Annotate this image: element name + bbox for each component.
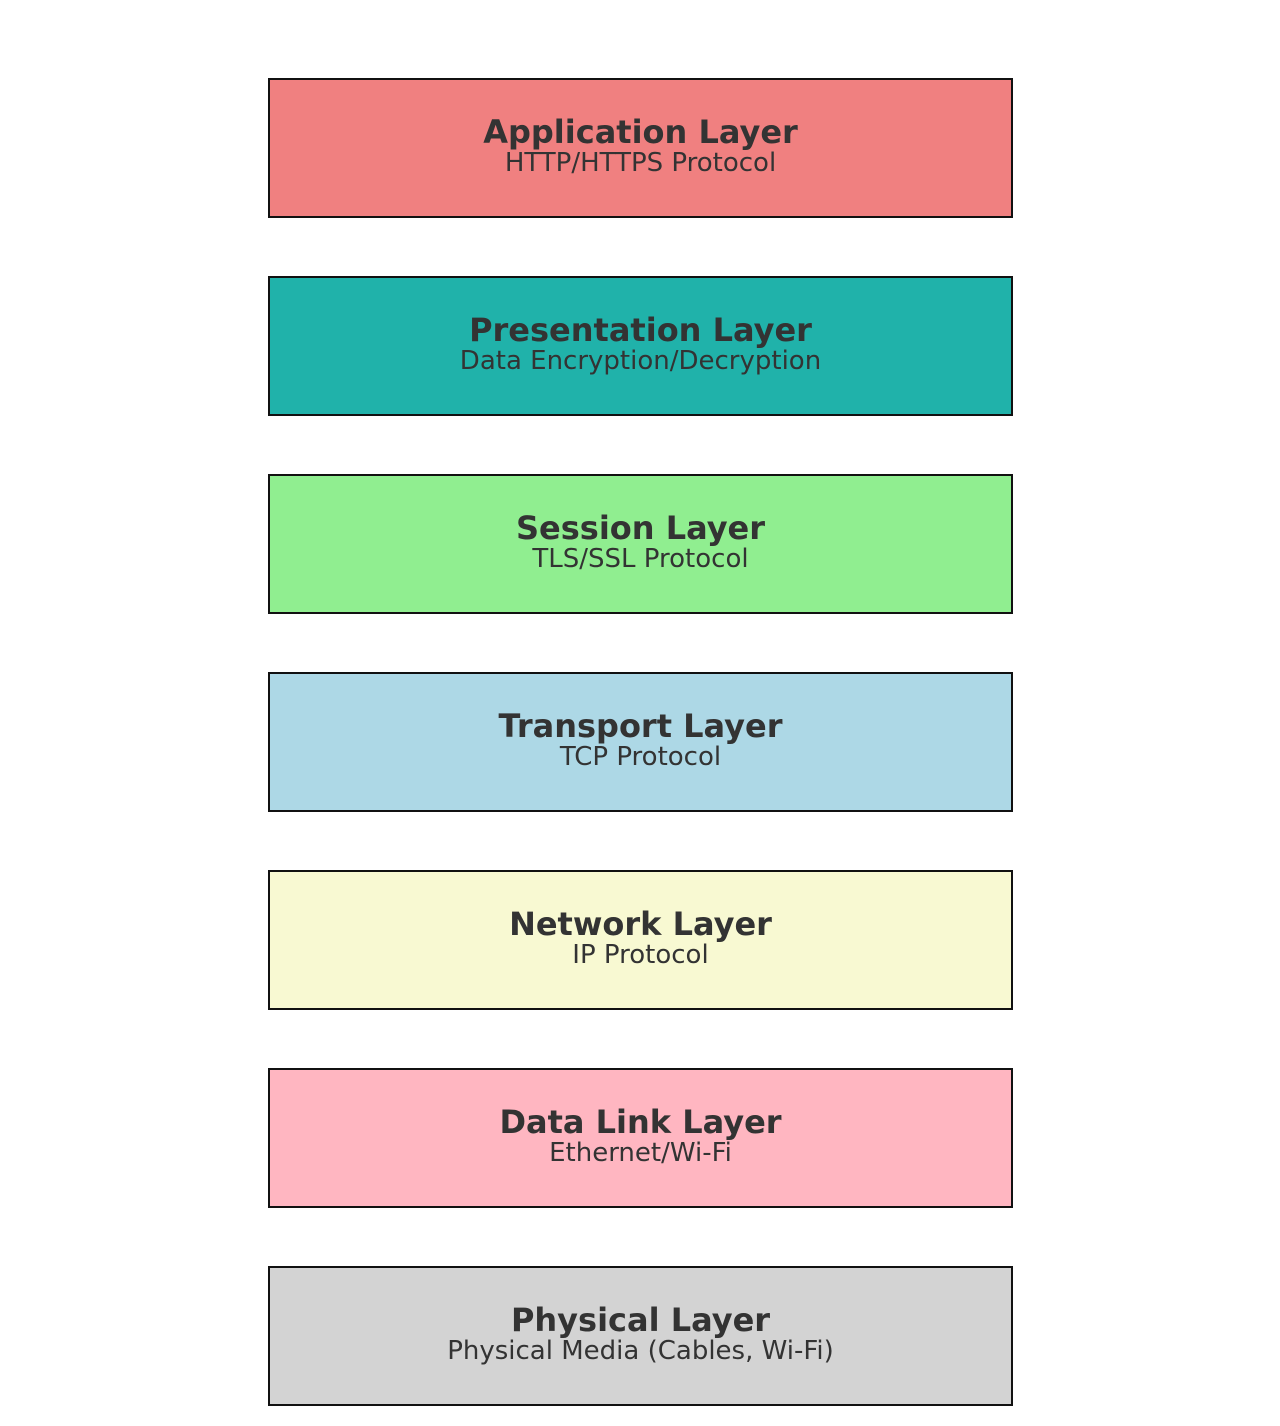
layer-description: Ethernet/Wi-Fi xyxy=(549,1138,732,1168)
layer-title: Physical Layer xyxy=(510,1301,771,1339)
layer-description: TCP Protocol xyxy=(559,742,722,772)
layer-box-physical: Physical Layer Physical Media (Cables, W… xyxy=(268,1266,1013,1406)
layer-box-session: Session Layer TLS/SSL Protocol xyxy=(268,474,1013,614)
layer-box-network: Network Layer IP Protocol xyxy=(268,870,1013,1010)
layer-box-transport: Transport Layer TCP Protocol xyxy=(268,672,1013,812)
layer-title: Application Layer xyxy=(483,113,798,151)
layer-title: Session Layer xyxy=(515,509,766,547)
layer-title: Network Layer xyxy=(509,905,772,943)
layer-title: Data Link Layer xyxy=(499,1103,782,1141)
layer-title: Transport Layer xyxy=(498,707,783,745)
layer-description: Physical Media (Cables, Wi-Fi) xyxy=(447,1336,834,1366)
layer-description: TLS/SSL Protocol xyxy=(532,544,749,574)
layer-box-data-link: Data Link Layer Ethernet/Wi-Fi xyxy=(268,1068,1013,1208)
layer-description: HTTP/HTTPS Protocol xyxy=(504,148,777,178)
layer-description: Data Encryption/Decryption xyxy=(459,346,822,376)
layer-description: IP Protocol xyxy=(572,940,709,970)
layer-title: Presentation Layer xyxy=(469,311,812,349)
layer-box-presentation: Presentation Layer Data Encryption/Decry… xyxy=(268,276,1013,416)
layer-box-application: Application Layer HTTP/HTTPS Protocol xyxy=(268,78,1013,218)
